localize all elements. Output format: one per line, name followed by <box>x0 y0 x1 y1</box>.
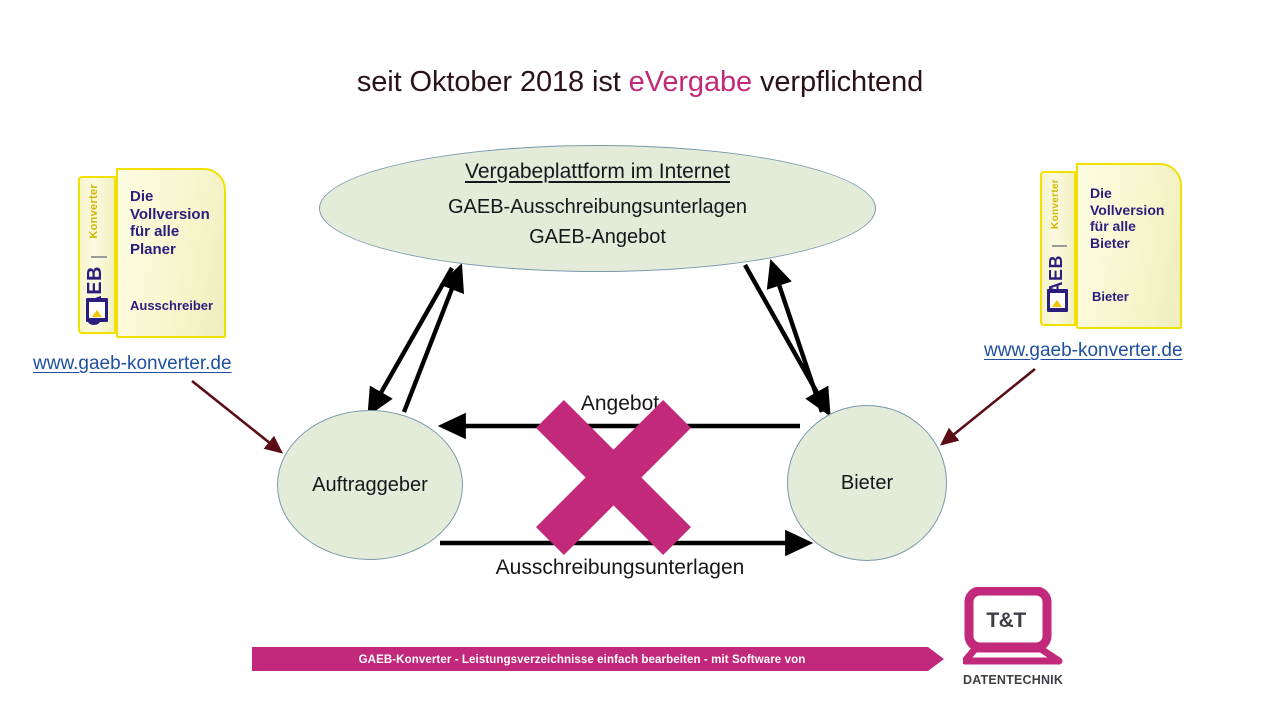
tt-logo-subtitle: DATENTECHNIK <box>963 673 1064 687</box>
platform-line-2: GAEB-Angebot <box>529 226 666 248</box>
product-box-ausschreiber: Konverter GAEB Die Vollversion für alle … <box>78 168 230 340</box>
flow-label-ausschreibungsunterlagen: Ausschreibungsunterlagen <box>495 556 745 579</box>
gaeb-envelope-icon <box>86 298 108 322</box>
laptop-icon <box>961 586 1063 665</box>
actor-auftraggeber-label: Auftraggeber <box>312 473 428 496</box>
product-right-face: Die Vollversion für alle Bieter Bieter <box>1076 163 1182 329</box>
page-title: seit Oktober 2018 ist eVergabe verpflich… <box>0 66 1280 99</box>
spine-divider <box>1052 245 1067 247</box>
title-suffix: verpflichtend <box>752 66 924 98</box>
product-left-edition: Ausschreiber <box>130 298 214 313</box>
link-gaeb-konverter-right[interactable]: www.gaeb-konverter.de <box>984 340 1183 361</box>
arrow-platform-to-auftraggeber <box>367 266 454 417</box>
product-right-edition: Bieter <box>1092 289 1129 304</box>
actor-bieter-label: Bieter <box>840 471 894 494</box>
product-left-headline: Die Vollversion für alle Planer <box>130 188 210 259</box>
actor-bieter: Bieter <box>787 405 947 561</box>
arrow-platform-to-bieter <box>743 263 831 417</box>
actor-auftraggeber: Auftraggeber <box>277 410 463 560</box>
spine-konverter-label: Konverter <box>1050 179 1061 229</box>
arrow-right-url-to-bieter <box>939 367 1036 446</box>
spine-konverter-label: Konverter <box>88 184 100 239</box>
footer-banner-text: GAEB-Konverter - Leistungsverzeichnisse … <box>358 654 806 666</box>
cross-mark-icon <box>536 400 691 555</box>
product-box-bieter: Konverter GAEB Die Vollversion für alle … <box>1040 163 1192 335</box>
product-right-headline: Die Vollversion für alle Bieter <box>1090 185 1165 251</box>
platform-text-block: Vergabeplattform im Internet GAEB-Aussch… <box>319 160 876 252</box>
title-prefix: seit Oktober 2018 ist <box>356 66 629 98</box>
spine-divider <box>91 256 107 258</box>
tt-logo-text: T&T <box>986 609 1026 632</box>
link-gaeb-konverter-left[interactable]: www.gaeb-konverter.de <box>33 353 232 374</box>
tt-datentechnik-logo: T&T DATENTECHNIK <box>961 586 1075 692</box>
flow-label-angebot: Angebot <box>580 392 660 415</box>
arrow-auftraggeber-to-platform <box>401 263 465 413</box>
platform-heading: Vergabeplattform im Internet <box>465 160 730 183</box>
product-left-face: Die Vollversion für alle Planer Ausschre… <box>116 168 226 338</box>
footer-banner <box>252 647 944 671</box>
title-accent: eVergabe <box>628 66 753 98</box>
arrow-left-url-to-auftraggeber <box>191 379 284 454</box>
platform-ellipse <box>319 145 876 272</box>
platform-line-1: GAEB-Ausschreibungsunterlagen <box>447 196 748 218</box>
gaeb-envelope-icon <box>1047 289 1068 312</box>
